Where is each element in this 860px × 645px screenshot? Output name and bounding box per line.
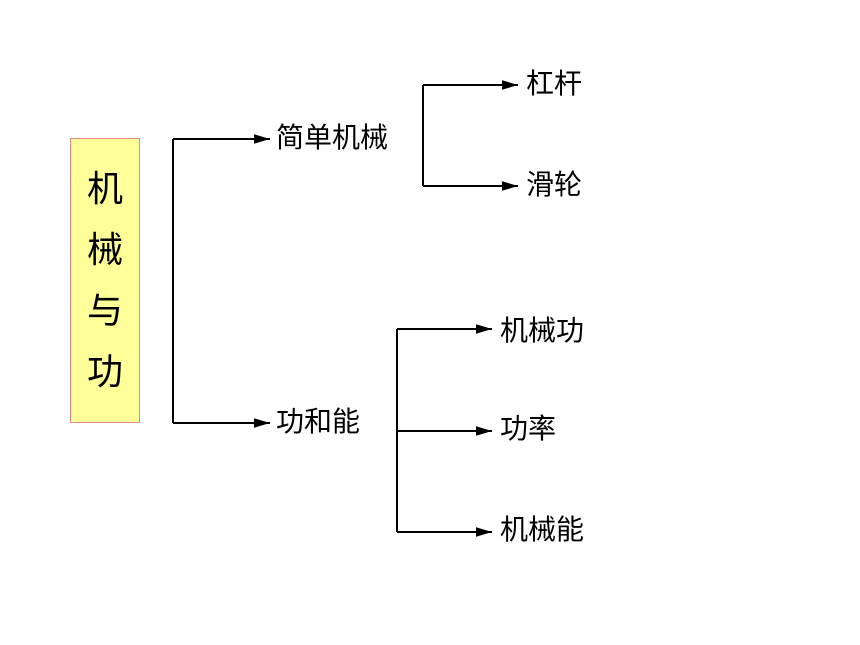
leaf-mechanical-energy: 机械能 [500, 513, 585, 546]
root-node: 机械与功 [70, 138, 140, 423]
branch-work-and-energy: 功和能 [276, 405, 361, 438]
leaf-pulley: 滑轮 [526, 168, 583, 201]
leaf-lever: 杠杆 [526, 67, 583, 100]
leaf-mechanical-work: 机械功 [500, 314, 585, 347]
leaf-power: 功率 [500, 412, 557, 445]
branch-simple-machines: 简单机械 [276, 121, 389, 154]
root-title: 机械与功 [86, 168, 123, 393]
